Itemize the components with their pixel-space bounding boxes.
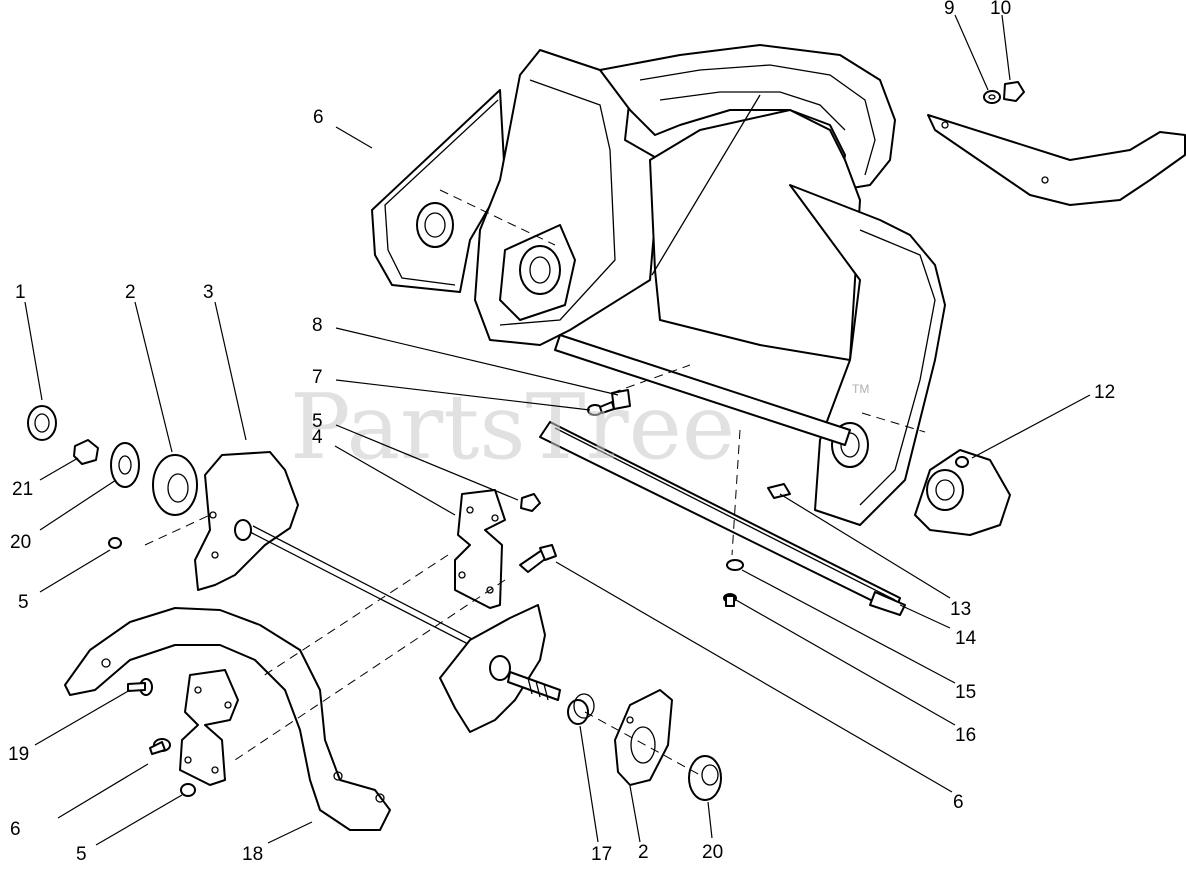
- callout-13: 13: [950, 599, 971, 620]
- callout-9: 9: [944, 0, 955, 19]
- washer-15: [726, 559, 744, 571]
- bearing-20-right: [688, 755, 722, 801]
- callout-16: 16: [955, 725, 976, 746]
- callout-2-lower: 2: [638, 842, 649, 863]
- callout-3: 3: [203, 282, 214, 303]
- bracket-4: [454, 489, 506, 609]
- callout-5-left: 5: [18, 592, 29, 613]
- callout-20-lower: 20: [702, 842, 723, 863]
- shroud-18: [64, 607, 391, 831]
- callout-17: 17: [591, 844, 612, 865]
- callout-2-upper: 2: [125, 282, 136, 303]
- washer-9: [983, 90, 1001, 104]
- bearing-20-left: [110, 442, 140, 488]
- auger-housing: [371, 44, 946, 526]
- washer-1: [27, 405, 57, 441]
- bolt-6-lower: [149, 738, 171, 755]
- flange-2-right: [614, 689, 673, 786]
- flange-2-left: [152, 454, 198, 516]
- callout-6-top: 6: [313, 107, 324, 128]
- callout-15: 15: [955, 682, 976, 703]
- bracket-lower: [179, 669, 239, 786]
- nut-5-left: [108, 537, 122, 549]
- bolt-6-center: [519, 544, 557, 573]
- watermark-trademark: TM: [852, 382, 869, 396]
- callout-7: 7: [312, 367, 323, 388]
- callout-18: 18: [242, 844, 263, 865]
- callout-4: 4: [312, 427, 323, 448]
- nut-5-lower: [180, 783, 196, 797]
- callout-5-lower: 5: [76, 844, 87, 865]
- leader-lines: [24, 14, 1091, 846]
- nut-5-center: [520, 493, 541, 512]
- right-bearing-assembly: [914, 449, 1011, 536]
- callout-6-right: 6: [953, 792, 964, 813]
- bolt-16: [723, 593, 737, 607]
- callout-8: 8: [312, 315, 323, 336]
- callout-6-lower: 6: [10, 819, 21, 840]
- callout-12: 12: [1094, 382, 1115, 403]
- callout-14: 14: [955, 628, 977, 649]
- callout-labels: 1 2 3 4 5 5 5 6 6 6 7 8 9 10 12 13 14 15…: [8, 0, 1115, 865]
- bushing-17: [567, 693, 595, 725]
- callout-5-center: 5: [312, 411, 323, 432]
- nut-21: [73, 439, 99, 465]
- bolt-19: [127, 678, 153, 696]
- watermark: PartsTree TM: [290, 375, 869, 480]
- watermark-text: PartsTree: [290, 375, 735, 480]
- plate-13: [767, 483, 791, 499]
- scraper-bar: [539, 421, 906, 616]
- nut-10: [1003, 81, 1025, 102]
- bracket-3: [194, 451, 299, 591]
- callout-1: 1: [15, 282, 26, 303]
- handle-bracket: [927, 114, 1186, 206]
- callout-21: 21: [12, 479, 33, 500]
- auger-bracket-right: [439, 604, 561, 733]
- callout-10: 10: [990, 0, 1011, 19]
- shaft: [249, 525, 473, 646]
- callout-20-left: 20: [10, 532, 31, 553]
- callout-19: 19: [8, 744, 29, 765]
- alignment-lines: [144, 189, 926, 776]
